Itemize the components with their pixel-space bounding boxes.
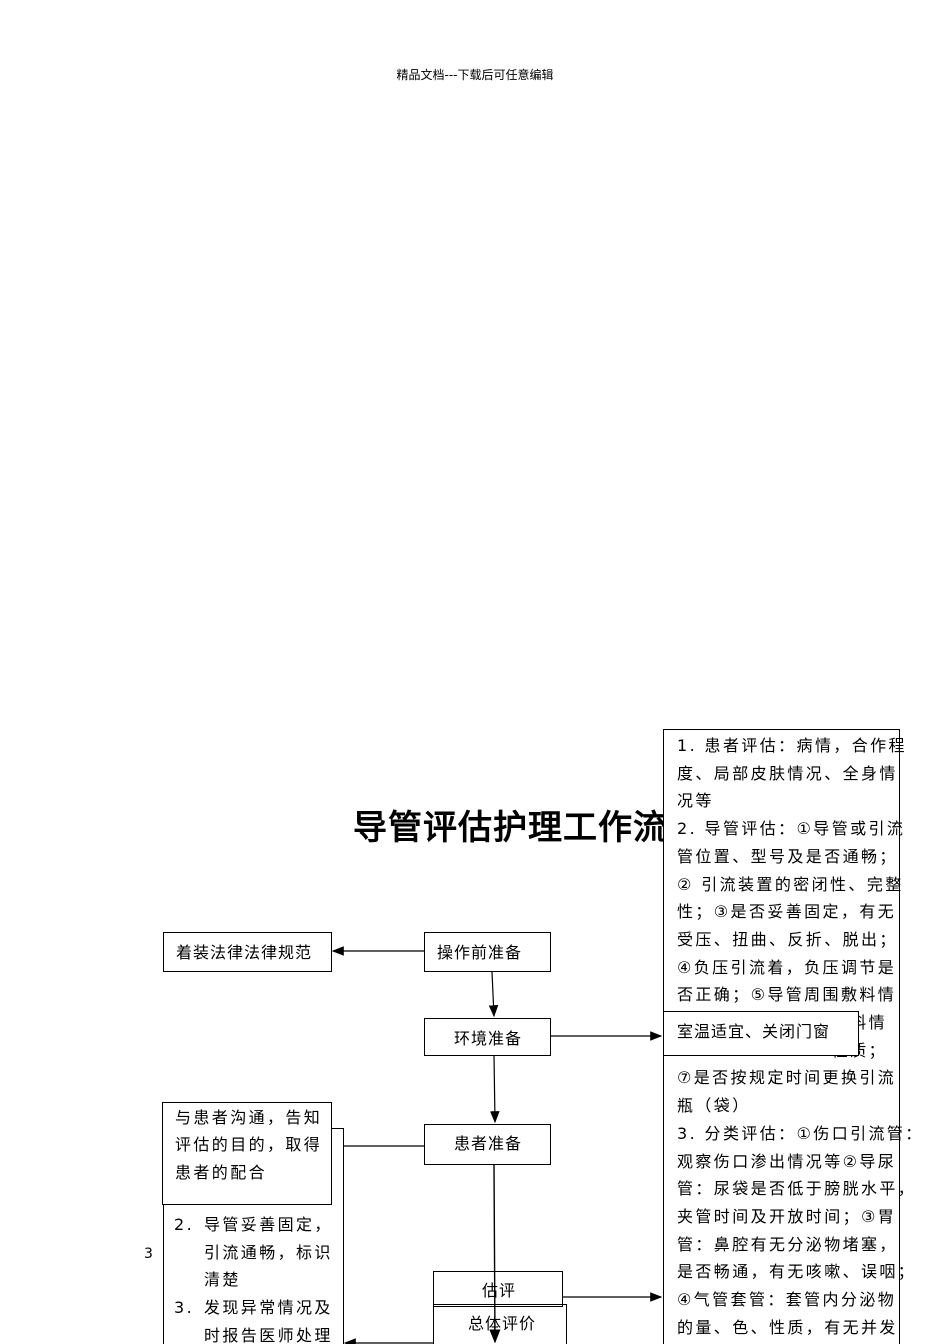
assessment-line: 的量、色、性质，有无并发 <box>677 1317 898 1337</box>
page-number: 3 <box>144 1246 153 1262</box>
evaluation-item-line: 清楚 <box>174 1266 333 1294</box>
evaluation-item-text: 引流通畅，标识 <box>204 1242 333 1262</box>
assessment-line: ④气管套管：套管内分泌物 <box>677 1290 897 1310</box>
env-label: 环境准备 <box>454 1029 523 1048</box>
assessment-text: 1. 患者评估：病情，合作程度、局部皮肤情况、全身情况等 2. 导管评估：①导管或… <box>677 732 924 1341</box>
assessment-line: 性；③是否妥善固定，有无 <box>677 902 897 922</box>
assessment-line: 否正确；⑤导管周围敷料情 <box>677 985 897 1005</box>
assessment-line: 瓶（袋） <box>677 1096 751 1116</box>
evaluation-item-text: 发现异常情况及 <box>204 1298 333 1318</box>
page-title: 导管评估护理工作流 <box>353 808 668 848</box>
assessment-line: 况等 <box>677 791 714 811</box>
assessment-line: 1. 患者评估：病情，合作程 <box>677 736 907 755</box>
evaluation-item-line: 时报告医师处理 <box>174 1322 333 1344</box>
patient-detail-line: 患者的配合 <box>175 1163 268 1182</box>
assessment-line: 管：鼻腔有无分泌物堵塞， <box>677 1234 898 1254</box>
assessment-line: 管：尿袋是否低于膀胱水平， <box>677 1179 917 1199</box>
overall-box: 总体评价 <box>433 1304 567 1344</box>
evaluation-list: 2. 导管妥善固定， 引流通畅，标识清楚 3. 发现异常情况及时报告医师处理 <box>174 1211 333 1344</box>
assessment-line: ② 引流装置的密闭性、完整 <box>677 874 904 894</box>
page-header: 精品文档---下载后可任意编辑 <box>396 68 554 82</box>
assessment-line: 夹管时间及开放时间；③胃 <box>677 1206 897 1226</box>
overall-label: 总体评价 <box>468 1314 537 1333</box>
assessment-line: 度、局部皮肤情况、全身情 <box>677 763 898 783</box>
assessment-line: 是否畅通，有无咳嗽、误咽； <box>677 1262 917 1282</box>
assessment-line: 3. 分类评估：①伤口引流管： <box>677 1123 924 1143</box>
assessment-line: ⑦是否按规定时间更换引流 <box>677 1068 897 1088</box>
assessment-line: 观察伤口渗出情况等②导尿 <box>677 1151 897 1171</box>
patient-detail-line: 与患者沟通，告知 <box>175 1108 323 1127</box>
pre-op-box: 操作前准备 <box>424 932 551 972</box>
evaluation-item-number: 3. <box>174 1298 195 1318</box>
pre-op-label: 操作前准备 <box>437 943 523 962</box>
dress-box: 着装法律法律规范 <box>163 932 332 972</box>
assess-label: 估评 <box>482 1281 517 1300</box>
assessment-line: 2. 导管评估：①导管或引流 <box>677 819 906 839</box>
env-box: 环境准备 <box>424 1018 551 1056</box>
patient-detail-box: 与患者沟通，告知 评估的目的，取得 患者的配合 <box>162 1102 332 1205</box>
assessment-line: 受压、扭曲、反折、脱出； <box>677 929 898 949</box>
patient-detail-line: 评估的目的，取得 <box>175 1135 323 1154</box>
arrow-env-to-patient <box>490 1054 500 1124</box>
arrow-pre-to-env <box>488 971 499 1018</box>
evaluation-item-text: 时报告医师处理 <box>204 1325 333 1344</box>
assessment-line: ④负压引流着，负压调节是 <box>677 957 897 977</box>
evaluation-item-line: 引流通畅，标识 <box>174 1239 333 1267</box>
dress-label: 着装法律法律规范 <box>176 943 313 962</box>
evaluation-item-line: 2. 导管妥善固定， <box>174 1211 333 1239</box>
evaluation-item-text: 清楚 <box>204 1270 241 1290</box>
assess-box: 估评 <box>433 1271 563 1307</box>
env-detail-label: 室温适宜、关闭门窗 <box>677 1022 831 1041</box>
evaluation-item-number: 2. <box>174 1215 195 1234</box>
patient-box: 患者准备 <box>424 1124 551 1165</box>
evaluation-item-line: 3. 发现异常情况及 <box>174 1294 333 1322</box>
env-detail-box: 室温适宜、关闭门窗 <box>663 1011 859 1056</box>
patient-label: 患者准备 <box>454 1134 523 1153</box>
assessment-line: 管位置、型号及是否通畅； <box>677 846 898 866</box>
evaluation-item-text: 导管妥善固定， <box>204 1215 333 1234</box>
